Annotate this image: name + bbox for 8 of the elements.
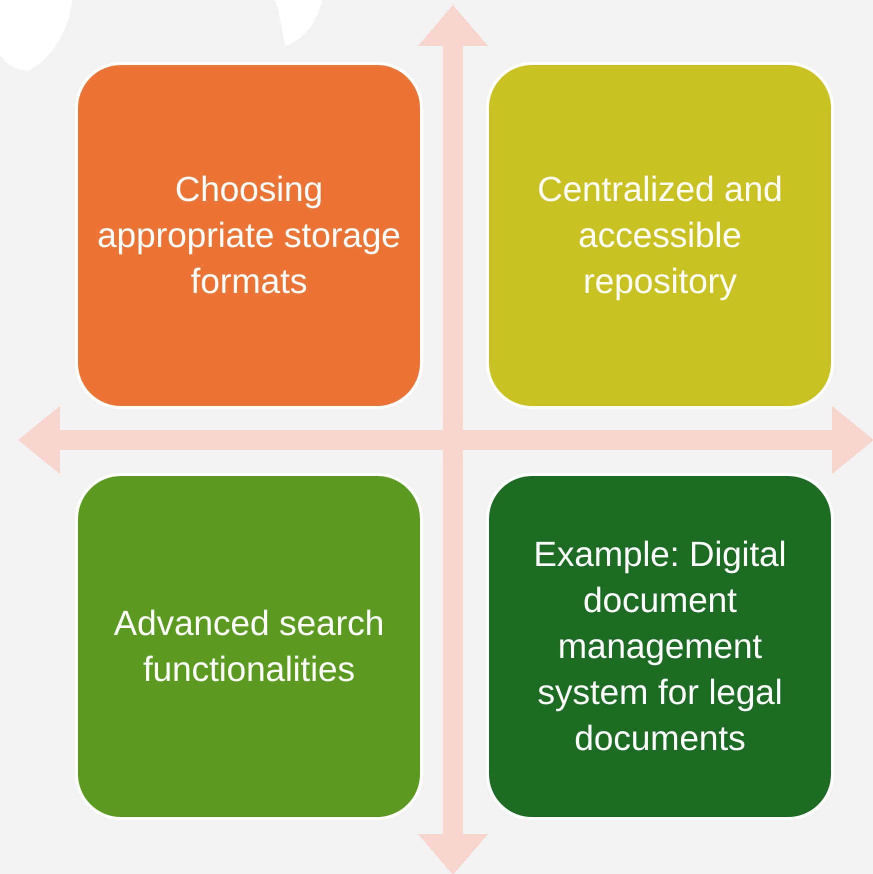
quadrant-box: [75, 62, 423, 409]
quadrant-box: [486, 473, 834, 820]
box-text: Advanced search functionalities: [112, 602, 386, 690]
box-text: Centralized and accessible repository: [536, 168, 784, 302]
quadrant-box: [486, 62, 834, 409]
box-text: Example: Digital document management system for legal documents: [532, 534, 788, 760]
box-text: Choosing appropriate storage formats: [96, 168, 402, 302]
quadrant-box: [75, 473, 423, 820]
